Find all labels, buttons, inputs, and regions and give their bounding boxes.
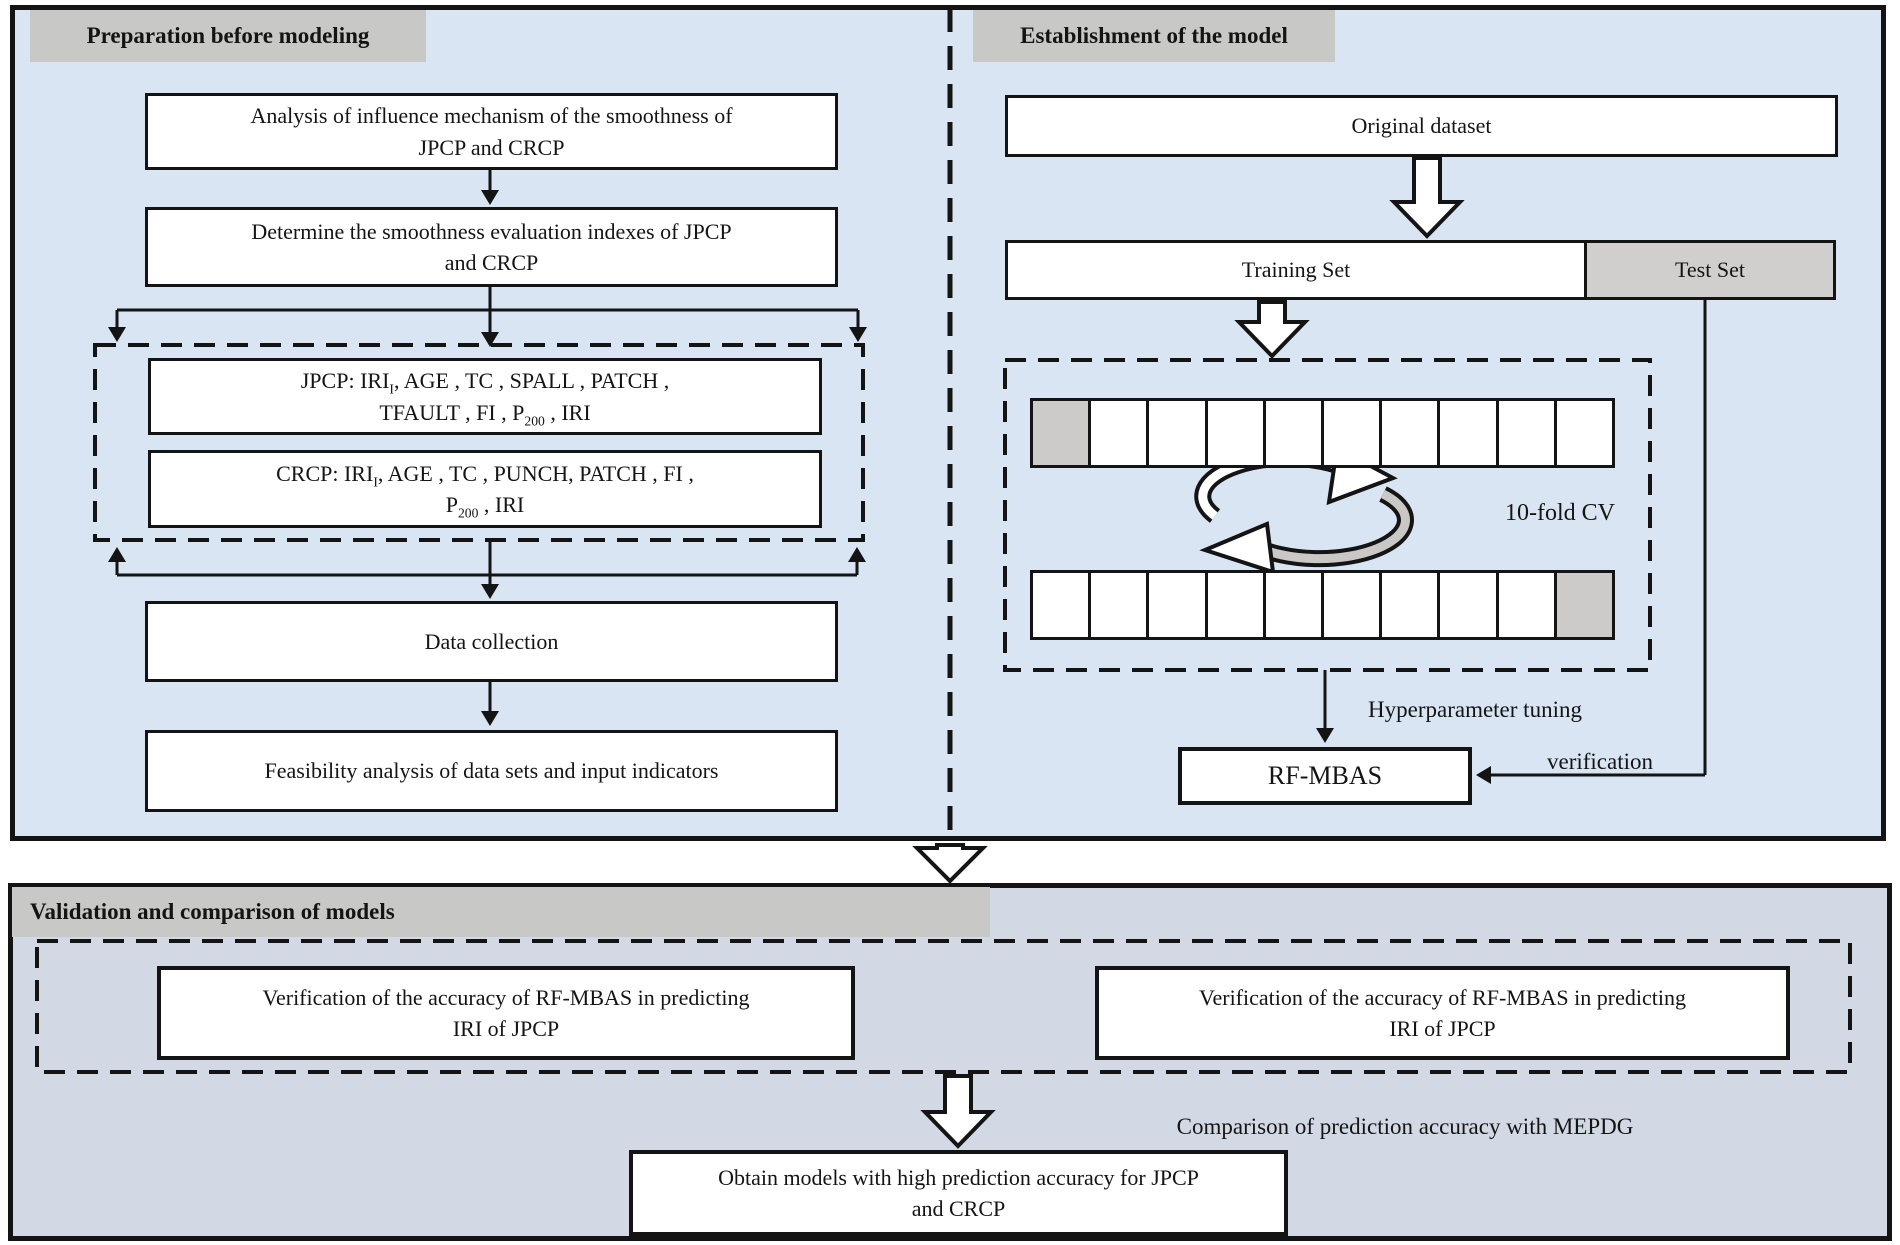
cv-cell xyxy=(1321,398,1383,468)
hollow-arrows xyxy=(912,156,1465,1149)
hollow-arrow-top-to-bottom-panel xyxy=(912,843,988,884)
box-text-line: IRI of JPCP xyxy=(1389,1016,1496,1041)
cv-validation-cell xyxy=(1030,398,1092,468)
arrowheads xyxy=(108,190,1491,784)
verify-left-box: Verification of the accuracy of RF-MBAS … xyxy=(157,966,855,1060)
cv-cell xyxy=(1146,398,1208,468)
cv-cell xyxy=(1495,570,1557,640)
box-text-line: CRCP: IRII, AGE , TC , PUNCH, PATCH , FI… xyxy=(276,460,694,490)
cv-cell xyxy=(1495,398,1557,468)
test-set-box: Test Set xyxy=(1584,240,1836,300)
data-collection-box: Data collection xyxy=(145,601,838,682)
verify-right-box: Verification of the accuracy of RF-MBAS … xyxy=(1095,966,1790,1060)
cv-cell xyxy=(1204,398,1266,468)
box-text-line: TFAULT , FI , P200 , IRI xyxy=(379,399,591,428)
determine-box: Determine the smoothness evaluation inde… xyxy=(145,207,838,287)
cv-fold-row-bottom xyxy=(1030,570,1616,640)
cv-validation-cell xyxy=(1553,570,1616,640)
box-text-line: Verification of the accuracy of RF-MBAS … xyxy=(1199,984,1686,1010)
box-text-line: Verification of the accuracy of RF-MBAS … xyxy=(262,984,750,1010)
box-text-line: JPCP: IRII, AGE , TC , SPALL , PATCH , xyxy=(300,368,670,397)
box-text-line: IRI of JPCP xyxy=(452,1016,560,1041)
training-set-box: Training Set xyxy=(1005,240,1587,300)
cv-cell xyxy=(1146,570,1208,640)
comparison-mepdg-label: Comparison of prediction accuracy with M… xyxy=(1176,1114,1634,1139)
cv-cell xyxy=(1437,570,1499,640)
rf-mbas-box: RF-MBAS xyxy=(1178,747,1472,805)
obtain-models-box: Obtain models with high prediction accur… xyxy=(629,1150,1288,1236)
validation-dashed-box xyxy=(35,939,1852,1074)
section-title-establishment: Establishment of the model xyxy=(973,10,1335,62)
hollow-arrow-training-to-cv xyxy=(1234,300,1310,359)
hollow-arrow-original-to-training xyxy=(1389,156,1465,239)
connector-lines xyxy=(115,170,1707,777)
hollow-arrow-to-obtain-box xyxy=(920,1074,996,1149)
cv-cell xyxy=(1088,570,1150,640)
cv-cell xyxy=(1030,570,1092,640)
cv-cell xyxy=(1262,570,1325,640)
cv-cell xyxy=(1553,398,1616,468)
verification-label: verification xyxy=(1546,749,1653,774)
cv-cell xyxy=(1262,398,1325,468)
box-text-line: JPCP and CRCP xyxy=(418,134,565,160)
cv-fold-row-top xyxy=(1030,398,1616,468)
box-text-line: Obtain models with high prediction accur… xyxy=(718,1164,1199,1190)
cv-cell xyxy=(1088,398,1150,468)
crcp-indexes-box: CRCP: IRII, AGE , TC , PUNCH, PATCH , FI… xyxy=(148,450,822,528)
cv-cell xyxy=(1379,398,1441,468)
section-title-validation: Validation and comparison of models xyxy=(12,887,990,937)
feasibility-box: Feasibility analysis of data sets and in… xyxy=(145,730,838,812)
cv-cell xyxy=(1379,570,1441,640)
hyperparameter-tuning-label: Hyperparameter tuning xyxy=(1368,697,1582,722)
cv-cell xyxy=(1321,570,1383,640)
cv-label: 10-fold CV xyxy=(1505,499,1615,526)
jpcp-indexes-box: JPCP: IRII, AGE , TC , SPALL , PATCH ,TF… xyxy=(148,358,822,435)
cv-dashed-box xyxy=(1003,358,1652,672)
analysis-box: Analysis of influence mechanism of the s… xyxy=(145,93,838,170)
box-text-line: P200 , IRI xyxy=(445,492,525,521)
box-text-line: Analysis of influence mechanism of the s… xyxy=(250,103,733,129)
box-text-line: and CRCP xyxy=(911,1196,1006,1221)
index-group-dashed-box xyxy=(93,343,865,542)
cv-cell xyxy=(1437,398,1499,468)
box-text-line: Determine the smoothness evaluation inde… xyxy=(251,218,732,244)
original-dataset-box: Original dataset xyxy=(1005,95,1838,157)
cv-cell xyxy=(1204,570,1266,640)
section-title-preparation: Preparation before modeling xyxy=(30,10,426,62)
box-text-line: and CRCP xyxy=(444,250,539,275)
